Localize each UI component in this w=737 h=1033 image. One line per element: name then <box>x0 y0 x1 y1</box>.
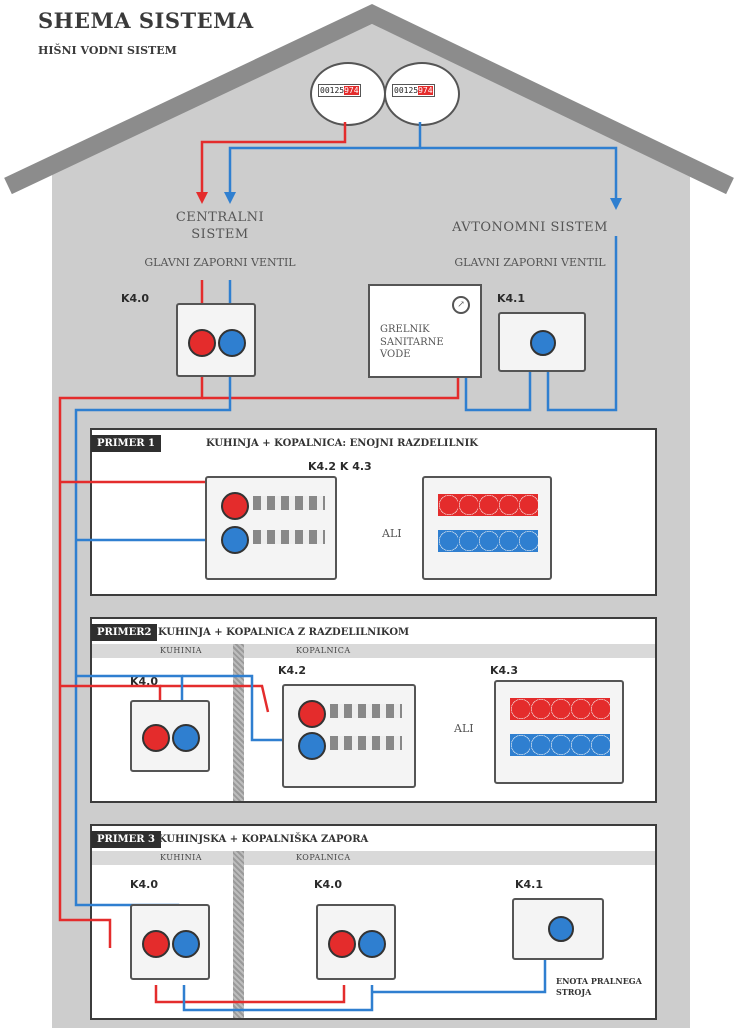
house-roof <box>4 4 734 195</box>
example-3-room-right: KOPALNICA <box>296 853 351 862</box>
example-3-room-band <box>92 851 655 865</box>
central-unit-label: K4.0 <box>121 292 150 305</box>
water-meter-right: 00125974 <box>384 62 460 126</box>
autonomous-system-label: AVTONOMNI SISTEM <box>452 220 608 235</box>
example-3-unit-right: K4.1 <box>515 878 544 891</box>
page-title: SHEMA SISTEMA <box>38 8 254 33</box>
example-3-tag: PRIMER 3 <box>91 831 161 848</box>
water-meter-left: 00125974 <box>310 62 386 126</box>
autonomous-valve-unit <box>498 312 586 372</box>
cold-valve-knob <box>530 330 556 356</box>
example-1-title: KUHINJA + KOPALNICA: ENOJNI RAZDELILNIK <box>206 438 478 449</box>
hot-valve-knob <box>188 329 216 357</box>
water-heater: ↗ GRELNIK SANITARNE VODE <box>368 284 482 378</box>
example-3-room-left: KUHINIA <box>160 853 203 862</box>
meter-left-red-digits: 974 <box>344 86 359 95</box>
ex3-k40-kitchen-unit <box>130 904 210 980</box>
cold-valve-knob <box>218 329 246 357</box>
ex2-k43-unit <box>494 680 624 784</box>
ex2-k40-unit <box>130 700 210 772</box>
meter-left-digits: 00125 <box>320 86 345 95</box>
example-3-wall <box>233 851 244 1018</box>
example-2-tag: PRIMER2 <box>91 624 158 641</box>
example-1-or: ALI <box>382 527 402 540</box>
ex1-manifold-a <box>205 476 337 580</box>
autonomous-unit-label: K4.1 <box>497 292 526 305</box>
example-2-title: KUHINJA + KOPALNICA Z RAZDELILNIKOM <box>158 627 410 638</box>
example-2-or: ALI <box>454 722 474 735</box>
example-2-unit-mid: K4.2 <box>278 664 307 677</box>
ex3-k40-bath-unit <box>316 904 396 980</box>
washer-label: ENOTA PRALNEGA STROJA <box>556 976 642 997</box>
meter-right-red-digits: 974 <box>418 86 433 95</box>
example-2-room-band <box>92 644 655 658</box>
central-valve-label: GLAVNI ZAPORNI VENTIL <box>144 256 296 269</box>
example-2-unit-right: K4.3 <box>490 664 519 677</box>
example-3-unit-mid: K4.0 <box>314 878 343 891</box>
ex1-manifold-b <box>422 476 552 580</box>
autonomous-valve-label: GLAVNI ZAPORNI VENTIL <box>454 256 606 269</box>
central-valve-unit <box>176 303 256 377</box>
page-subtitle: HIŠNI VODNI SISTEM <box>38 44 177 57</box>
example-3-title: KUHINJSKA + KOPALNIŠKA ZAPORA <box>158 834 369 845</box>
example-2-room-left: KUHINIA <box>160 646 203 655</box>
example-2-room-right: KOPALNICA <box>296 646 351 655</box>
ex2-k42-unit <box>282 684 416 788</box>
example-2-wall <box>233 644 244 801</box>
example-1-tag: PRIMER 1 <box>91 435 161 452</box>
heater-gauge-icon: ↗ <box>452 296 470 314</box>
example-1-panel <box>90 428 657 596</box>
example-2-unit-left: K4.0 <box>130 675 159 688</box>
example-3-unit-left: K4.0 <box>130 878 159 891</box>
example-1-units: K4.2 K 4.3 <box>308 460 372 473</box>
meter-right-digits: 00125 <box>394 86 419 95</box>
ex3-k41-washer-unit <box>512 898 604 960</box>
heater-label: GRELNIK SANITARNE VODE <box>380 324 444 360</box>
central-system-label: CENTRALNI SISTEM <box>175 210 265 242</box>
